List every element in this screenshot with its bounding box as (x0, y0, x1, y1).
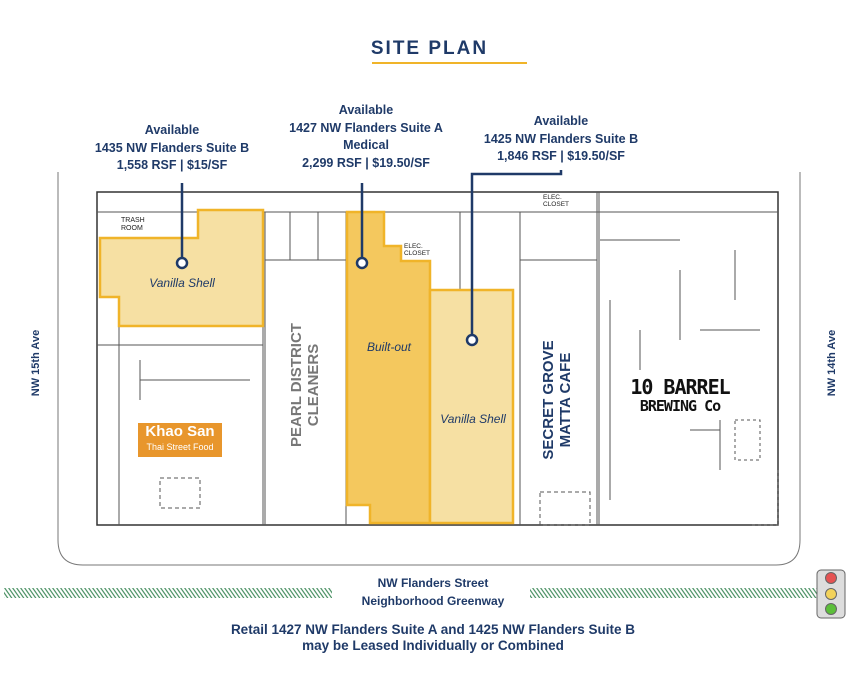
khao-san-name: Khao San (145, 423, 215, 440)
nw-14th-ave-label: NW 14th Ave (826, 329, 838, 397)
tenant-name-line: SECRET GROVE (540, 340, 557, 460)
elec-closet-label: ELEC. CLOSET (404, 243, 431, 257)
suite-condition-label: Vanilla Shell (440, 412, 506, 426)
greenway-hatch-right (530, 588, 820, 598)
callout-1425-suite-b: Available 1425 NW Flanders Suite B 1,846… (461, 113, 661, 166)
page-title: SITE PLAN (370, 38, 489, 59)
block-outline (57, 172, 801, 566)
greenway-hatch-left (4, 588, 332, 598)
callout-1435-suite-b: Available 1435 NW Flanders Suite B 1,558… (72, 122, 272, 175)
neighborhood-greenway-label: Neighborhood Greenway (361, 594, 505, 608)
callout-use: Medical (343, 138, 389, 152)
traffic-light-icon (816, 569, 846, 619)
tenant-name-line: PEARL DISTRICT (288, 323, 305, 447)
khao-san-tagline: Thai Street Food (146, 442, 214, 452)
suite-condition-label: Built-out (366, 340, 412, 354)
callout-address: 1427 NW Flanders Suite A (289, 120, 443, 135)
leasing-note-line: Retail 1427 NW Flanders Suite A and 1425… (230, 622, 636, 637)
callout-status: Available (338, 103, 394, 117)
suite-condition-label: Vanilla Shell (149, 276, 215, 290)
tenant-name-line: MATTA CAFE (557, 352, 574, 448)
secret-grove-matta-cafe-label: SECRET GROVE MATTA CAFE (540, 340, 574, 459)
elec-closet-label: ELEC. CLOSET (543, 194, 570, 208)
khao-san-logo: Khao San Thai Street Food (138, 423, 222, 457)
leasing-note: Retail 1427 NW Flanders Suite A and 1425… (133, 622, 733, 654)
callout-lines (175, 170, 563, 347)
tenant-name-line: CLEANERS (305, 343, 322, 427)
10-barrel-logo: 10 BARREL BREWING Co (628, 375, 732, 418)
callout-1427-suite-a: Available 1427 NW Flanders Suite A Medic… (266, 102, 466, 172)
callout-status: Available (144, 123, 200, 137)
leasing-note-line: may be Leased Individually or Combined (302, 638, 564, 653)
barrel-logo-line: BREWING Co (639, 397, 721, 415)
barrel-logo-line: 10 BARREL (630, 375, 730, 399)
callout-status: Available (533, 114, 589, 128)
suite-1427-a-area (345, 210, 432, 525)
callout-details: 1,558 RSF | $15/SF (116, 158, 228, 172)
callout-address: 1435 NW Flanders Suite B (94, 140, 250, 155)
nw-15th-ave-label: NW 15th Ave (30, 329, 42, 397)
callout-address: 1425 NW Flanders Suite B (483, 131, 639, 146)
trash-room-label: TRASH ROOM (121, 217, 145, 232)
callout-details: 2,299 RSF | $19.50/SF (302, 155, 430, 170)
nw-flanders-street-label: NW Flanders Street (377, 576, 489, 590)
callout-details: 1,846 RSF | $19.50/SF (497, 149, 625, 163)
suite-1425-b-area (428, 288, 515, 525)
pearl-district-cleaners-label: PEARL DISTRICT CLEANERS (288, 323, 322, 447)
